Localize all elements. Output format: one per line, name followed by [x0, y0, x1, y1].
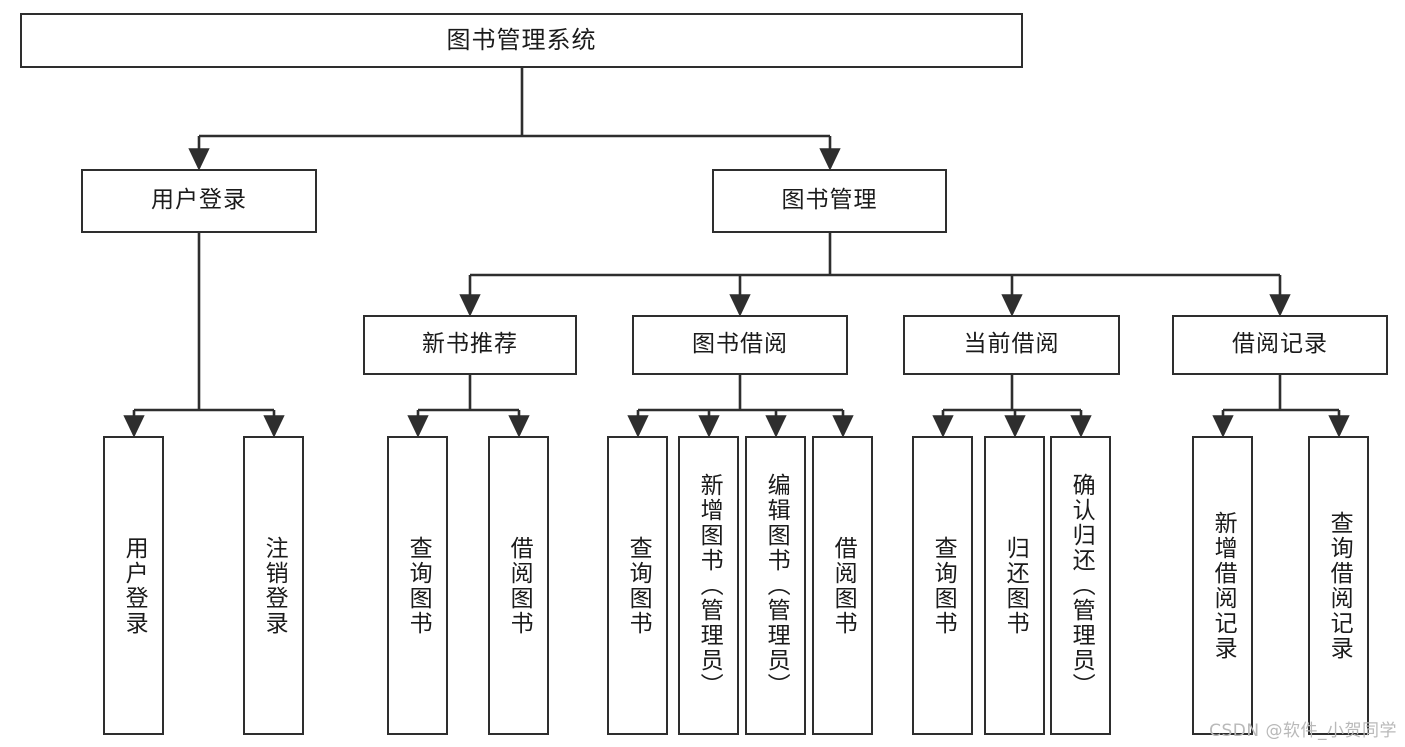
- node-leaf-6[interactable]: 新增图书（管理员）: [678, 436, 739, 735]
- node-login[interactable]: 用户登录: [81, 169, 317, 233]
- node-leaf-13[interactable]: 查询借阅记录: [1308, 436, 1369, 735]
- node-label: 借阅图书: [506, 535, 533, 636]
- node-leaf-4[interactable]: 借阅图书: [488, 436, 549, 735]
- node-leaf-8[interactable]: 借阅图书: [812, 436, 873, 735]
- node-leaf-10[interactable]: 归还图书: [984, 436, 1045, 735]
- node-label: 归还图书: [1002, 535, 1029, 636]
- node-label: 新增图书（管理员）: [696, 473, 723, 698]
- node-label: 图书借阅: [692, 331, 788, 358]
- node-leaf-11[interactable]: 确认归还（管理员）: [1050, 436, 1111, 735]
- node-leaf-3[interactable]: 查询图书: [387, 436, 448, 735]
- node-label: 查询图书: [405, 535, 432, 636]
- node-label: 确认归还（管理员）: [1068, 473, 1095, 698]
- node-label: 查询图书: [625, 535, 652, 636]
- node-label: 图书管理: [781, 187, 878, 214]
- node-borrow[interactable]: 图书借阅: [632, 315, 848, 375]
- node-label: 图书管理系统: [446, 26, 597, 55]
- node-leaf-5[interactable]: 查询图书: [607, 436, 668, 735]
- node-leaf-2[interactable]: 注销登录: [243, 436, 304, 735]
- node-leaf-7[interactable]: 编辑图书（管理员）: [745, 436, 806, 735]
- node-root[interactable]: 图书管理系统: [20, 13, 1023, 68]
- node-label: 用户登录: [151, 187, 247, 214]
- node-leaf-12[interactable]: 新增借阅记录: [1192, 436, 1253, 735]
- node-label: 查询图书: [930, 535, 957, 636]
- node-label: 注销登录: [261, 535, 288, 636]
- node-label: 新增借阅记录: [1210, 510, 1237, 661]
- node-newbook[interactable]: 新书推荐: [363, 315, 577, 375]
- node-label: 用户登录: [121, 535, 148, 636]
- node-label: 查询借阅记录: [1326, 510, 1353, 661]
- node-label: 借阅记录: [1232, 331, 1328, 358]
- node-current[interactable]: 当前借阅: [903, 315, 1120, 375]
- node-bookmgmt[interactable]: 图书管理: [712, 169, 947, 233]
- node-label: 新书推荐: [422, 331, 518, 358]
- node-label: 借阅图书: [830, 535, 857, 636]
- node-label: 当前借阅: [963, 331, 1060, 358]
- csdn-watermark: CSDN @软件_小贺同学: [1209, 721, 1397, 741]
- node-leaf-9[interactable]: 查询图书: [912, 436, 973, 735]
- node-label: 编辑图书（管理员）: [763, 473, 790, 698]
- node-records[interactable]: 借阅记录: [1172, 315, 1388, 375]
- node-leaf-1[interactable]: 用户登录: [103, 436, 164, 735]
